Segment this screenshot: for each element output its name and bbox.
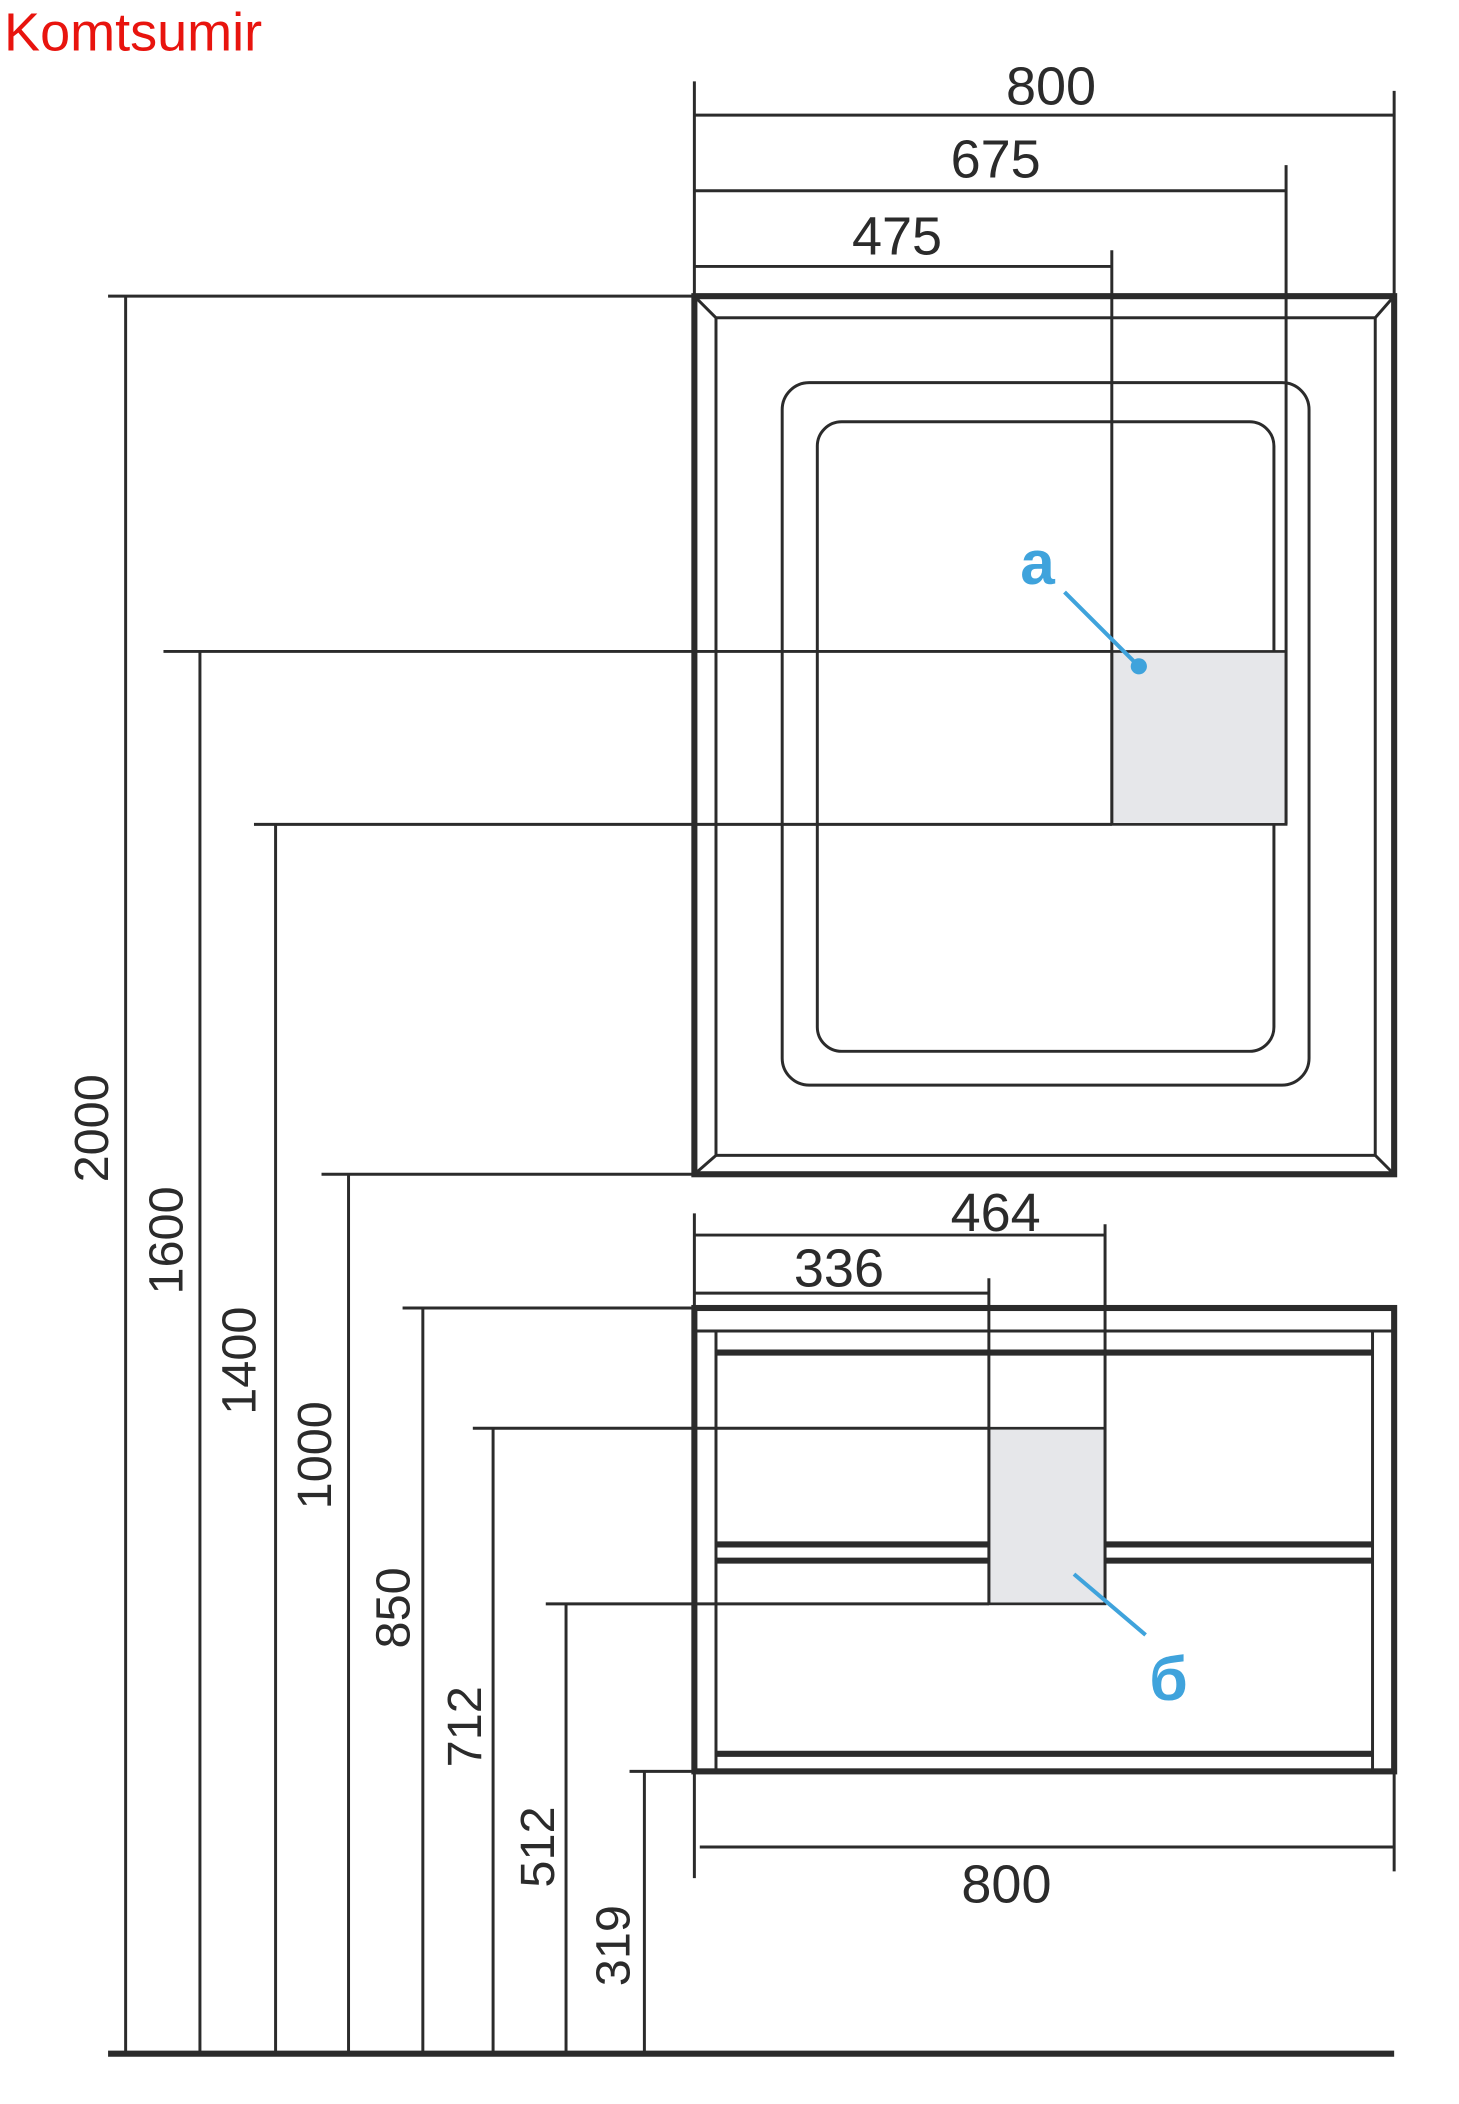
callout-b-leader [1072, 1572, 1147, 1637]
dim-336: 336 [794, 1238, 884, 1298]
zone-b [987, 1426, 1107, 1606]
callout-a-dot [1130, 658, 1147, 675]
dim-height-1600: 1600 [139, 1186, 193, 1294]
watermark-title: Komtsumir [4, 2, 262, 62]
cabinet [691, 1304, 1398, 1775]
dim-height-319: 319 [587, 1905, 641, 1986]
dim-675: 675 [951, 129, 1041, 189]
zone-a [1110, 650, 1288, 826]
dim-height-712: 712 [438, 1686, 492, 1767]
callout-a: a [1020, 529, 1055, 598]
callout-b: б [1149, 1645, 1187, 1714]
dim-height-850: 850 [366, 1567, 420, 1648]
dim-464: 464 [951, 1183, 1041, 1243]
callout-a-leader [1063, 590, 1141, 668]
dim-475: 475 [852, 206, 942, 266]
dim-mirror-800: 800 [1006, 56, 1096, 116]
dim-height-1000: 1000 [288, 1401, 342, 1509]
dim-cabinet-800: 800 [961, 1854, 1051, 1914]
dim-height-2000: 2000 [65, 1074, 119, 1182]
mirror-width-dims [692, 81, 1396, 825]
height-dims [108, 294, 1395, 2057]
dim-height-512: 512 [511, 1806, 565, 1887]
dim-height-1400: 1400 [212, 1307, 266, 1415]
mirror [691, 293, 1398, 1178]
cabinet-width-dims [692, 1213, 1396, 1879]
